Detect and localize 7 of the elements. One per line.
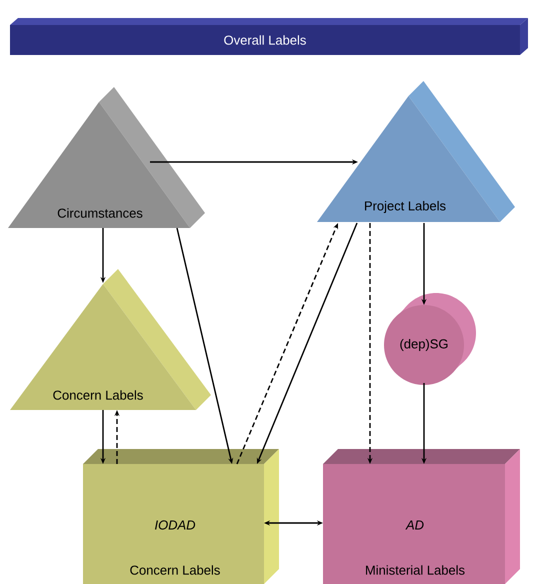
- title-band: Overall Labels: [10, 18, 528, 55]
- triangle-prism: Project Labels: [317, 81, 515, 222]
- cylinder: (dep)SG: [384, 293, 476, 385]
- box-prism: IODAD Concern Labels: [83, 449, 279, 584]
- triangle-prism: Concern Labels: [10, 269, 211, 410]
- box-prism: AD Ministerial Labels: [323, 449, 520, 584]
- triangle-prism: Circumstances: [8, 87, 205, 228]
